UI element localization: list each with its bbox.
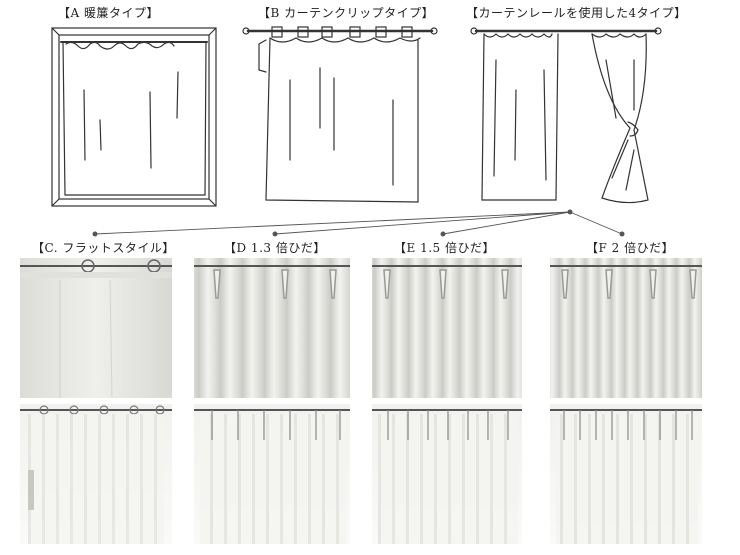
- label-e-1-5-pleat: 【E 1.5 倍ひだ】: [394, 241, 495, 255]
- label-a-noren-type: 【A 暖簾タイプ】: [58, 6, 159, 20]
- connector-lines: [94, 211, 623, 235]
- sketch-a-noren: [51, 27, 217, 207]
- connector-hub-dot: [567, 209, 573, 215]
- label-b-curtain-clip-type: 【B カーテンクリップタイプ】: [258, 6, 435, 20]
- connector-dot-c: [92, 231, 98, 237]
- label-f-2-pleat: 【F 2 倍ひだ】: [586, 241, 675, 255]
- photo-d-pleat-1-3-drape: [194, 258, 350, 398]
- photo-e-pleat-1-5-drape: [372, 258, 522, 398]
- label-d-1-3-pleat: 【D 1.3 倍ひだ】: [224, 241, 326, 255]
- photo-c-flat-sheer: [20, 404, 172, 544]
- photo-d-pleat-1-3-sheer: [194, 404, 350, 544]
- label-c-flat-style: 【C. フラットスタイル】: [32, 241, 175, 255]
- sketch-c-rail-curtains: [470, 27, 662, 204]
- connector-dot-d: [272, 231, 278, 237]
- sketch-b-clip-curtain: [242, 26, 438, 203]
- connector-dot-f: [619, 231, 625, 237]
- photo-f-pleat-2-drape: [550, 258, 702, 398]
- label-c-rail-four-types: 【カーテンレールを使用した4タイプ】: [466, 6, 687, 20]
- sketch-illustrations: [51, 26, 662, 237]
- photo-e-pleat-1-5-sheer: [372, 404, 522, 544]
- photo-f-pleat-2-sheer: [550, 404, 702, 544]
- photo-c-flat-drape: [20, 258, 172, 399]
- connector-dot-e: [440, 231, 446, 237]
